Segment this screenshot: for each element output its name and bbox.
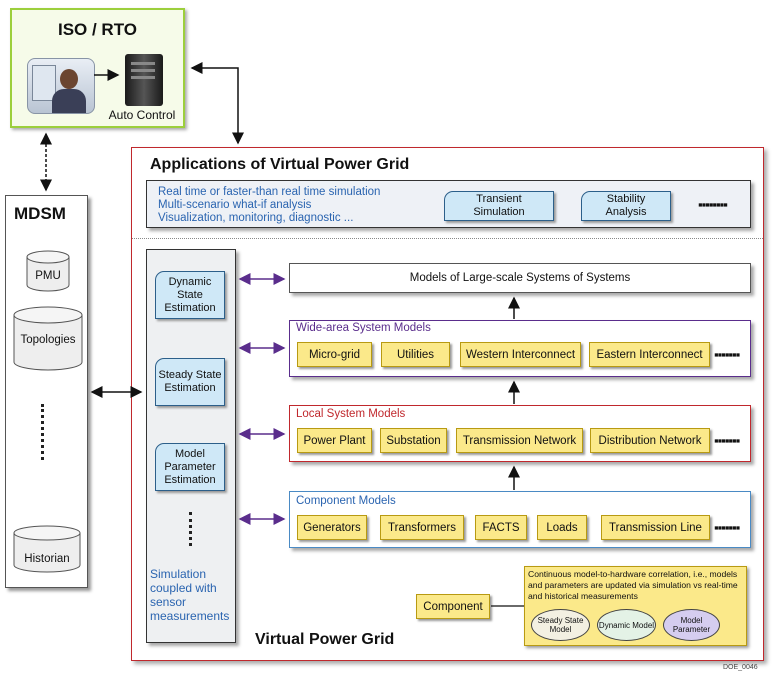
steady-state-model-ellipse: Steady State Model [531, 609, 590, 641]
transmission-network-box: Transmission Network [456, 428, 583, 453]
eastern-interconnect-box: Eastern Interconnect [589, 342, 710, 367]
distribution-network-box: Distribution Network [590, 428, 710, 453]
auto-control-label: Auto Control [108, 108, 176, 122]
applications-title: Applications of Virtual Power Grid [150, 156, 410, 173]
substation-box: Substation [380, 428, 447, 453]
virtual-power-grid-label: Virtual Power Grid [255, 631, 395, 648]
mdsm-title: MDSM [14, 204, 66, 223]
historian-database: Historian [13, 525, 81, 573]
power-plant-box: Power Plant [297, 428, 372, 453]
apps-line-1: Real time or faster-than real time simul… [158, 186, 381, 198]
local-title: Local System Models [296, 408, 406, 420]
micro-grid-box: Micro-grid [297, 342, 372, 367]
apps-line-2: Multi-scenario what-if analysis [158, 199, 312, 211]
transient-simulation-box: Transient Simulation [444, 191, 554, 221]
doc-code: DOE_0046 [723, 664, 758, 671]
transmission-line-box: Transmission Line [601, 515, 710, 540]
dynamic-model-ellipse: Dynamic Model [597, 609, 656, 641]
wide-area-ellipsis: ▪▪▪▪▪▪▪ [714, 347, 740, 362]
topologies-label: Topologies [20, 334, 76, 346]
topologies-database: Topologies [13, 306, 83, 372]
dynamic-state-estimation-box: Dynamic State Estimation [155, 271, 225, 319]
simulation-caption: Simulation coupled with sensor measureme… [150, 567, 230, 623]
western-interconnect-box: Western Interconnect [460, 342, 581, 367]
stability-analysis-box: Stability Analysis [581, 191, 671, 221]
server-icon [125, 54, 163, 106]
model-parameter-ellipse: Model Parameter [663, 609, 720, 641]
apps-ellipsis: ▪▪▪▪▪▪▪▪ [698, 197, 728, 212]
operator-image [27, 58, 95, 114]
transformers-box: Transformers [380, 515, 464, 540]
local-ellipsis: ▪▪▪▪▪▪▪ [714, 433, 740, 448]
apps-line-3: Visualization, monitoring, diagnostic ..… [158, 212, 354, 224]
component-title: Component Models [296, 495, 396, 507]
loads-box: Loads [537, 515, 587, 540]
model-parameter-estimation-box: Model Parameter Estimation [155, 443, 225, 491]
estimation-ellipsis [189, 512, 192, 546]
steady-state-estimation-box: Steady State Estimation [155, 358, 225, 406]
iso-rto-panel: ISO / RTO Auto Control [10, 8, 185, 128]
mdsm-ellipsis [41, 404, 48, 460]
iso-rto-title: ISO / RTO [57, 20, 138, 39]
large-scale-models-box: Models of Large-scale Systems of Systems [289, 263, 751, 293]
utilities-box: Utilities [381, 342, 450, 367]
component-ellipsis: ▪▪▪▪▪▪▪ [714, 520, 740, 535]
wide-area-title: Wide-area System Models [296, 322, 431, 334]
pmu-label: PMU [35, 270, 61, 282]
legend-component-box: Component [416, 594, 490, 619]
generators-box: Generators [297, 515, 367, 540]
iso-apps-arrow [190, 62, 244, 145]
facts-box: FACTS [475, 515, 527, 540]
pmu-database: PMU [26, 250, 70, 292]
frame-divider [132, 238, 763, 239]
historian-label: Historian [24, 553, 70, 565]
legend-note: Continuous model-to-hardware correlation… [528, 569, 738, 601]
